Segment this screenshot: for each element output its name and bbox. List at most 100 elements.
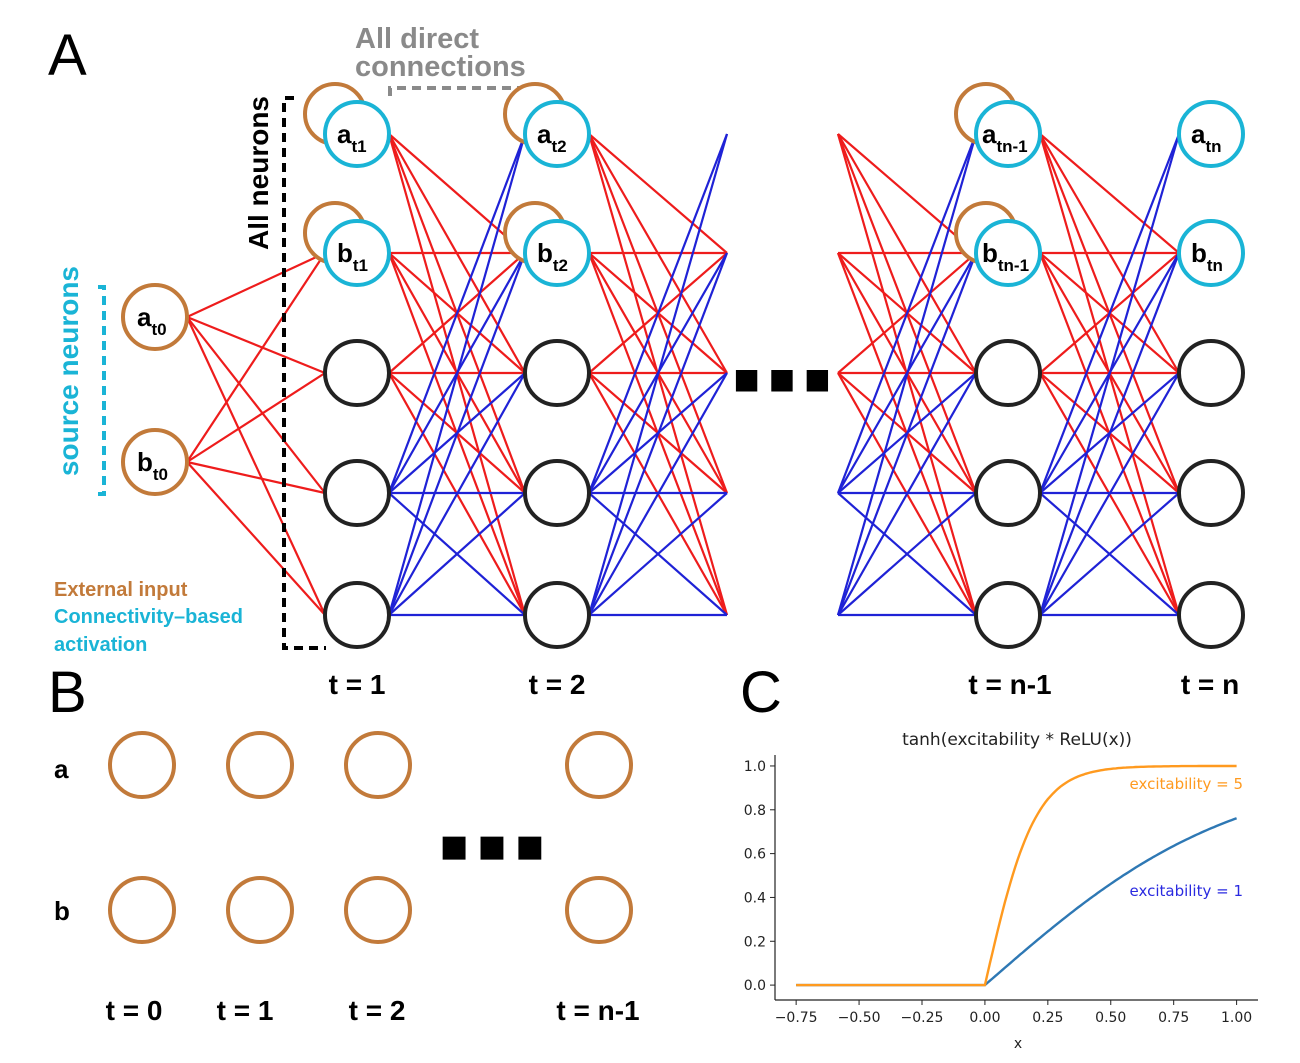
chart-title: tanh(excitability * ReLU(x)) [902,730,1132,750]
hidden-neuron [523,459,591,527]
inhibitory-edge [1039,492,1180,616]
x-tick-label: 1.00 [1221,1010,1252,1026]
neuron-circle [523,219,591,287]
inhibitory-edge [388,372,526,616]
input-circles [108,731,633,944]
labelled-neuron: atn [1177,100,1245,168]
neuron-label: at1 [337,119,367,156]
hidden-neuron [1177,459,1245,527]
neuron-circle [1177,219,1245,287]
legend-connectivity-line2: activation [54,634,147,656]
inhibitory-edge [387,133,527,494]
b-time-label-tn-1: t = n-1 [556,995,639,1026]
excitatory-edge [837,133,977,254]
series-line-excitability-5 [796,764,1237,987]
excitatory-edge [588,133,728,254]
x-tick-label: −0.75 [775,1010,818,1026]
direct-connections-bracket [388,86,524,96]
direct-connections-label-line1: All direct [355,23,479,55]
source-neurons-label: source neurons [53,266,84,476]
legend-connectivity-line1: Connectivity–based [54,606,243,628]
neuron-label: btn [1191,238,1223,275]
x-tick-label: 0.00 [969,1010,1000,1026]
hidden-neuron [974,581,1042,649]
neuron-circle [323,581,391,649]
edge-source-0 [186,316,326,494]
inhibitory-edge [836,252,978,616]
inhibitory-edge [836,133,978,616]
external-input-circle [226,731,294,799]
hidden-neuron [323,581,391,649]
neuron-circle [523,100,591,168]
inhibitory-edge [588,492,728,616]
hidden-neuron [1177,339,1245,407]
neuron-circle [974,581,1042,649]
series-line-excitability-1 [796,817,1238,987]
hidden-neuron [323,339,391,407]
x-tick-label: −0.25 [901,1010,944,1026]
neuron-circle [523,339,591,407]
hidden-neuron [974,459,1042,527]
all-neurons-label: All neurons [243,96,274,250]
labelled-neuron: bt2 [523,219,591,287]
neuron-circle [1177,581,1245,649]
ellipsis-b: ■ ■ ■ [440,829,544,864]
all-neurons-bracket [282,96,326,650]
time-label-t2: t = 2 [529,669,586,700]
neuron-circle [974,459,1042,527]
neuron-circle [323,100,391,168]
source-neurons-bracket [98,285,106,496]
x-tick-label: 0.75 [1158,1010,1189,1026]
external-input-circle [108,731,176,799]
series-label-excitability-1: excitability = 1 [1130,882,1244,900]
neuron-circle [323,339,391,407]
y-tick-label: 0.6 [744,847,766,863]
neuron-circle [1177,459,1245,527]
b-time-label-t1: t = 1 [217,995,274,1026]
y-tick-label: 0.2 [744,934,766,950]
panel-letter-a: A [48,23,87,88]
neuron-label: btn-1 [982,238,1029,275]
edge-source-1 [186,252,326,463]
source-neuron: bt0 [121,428,189,496]
x-tick-label: 0.25 [1032,1010,1063,1026]
time-label-t1: t = 1 [329,669,386,700]
neuron-circle [1177,339,1245,407]
labelled-neuron: bt1 [323,219,391,287]
inhibitory-edge [588,372,728,616]
hidden-neuron [523,581,591,649]
ellipsis-a: ■ ■ ■ [733,362,830,395]
inhibitory-edge [388,492,526,616]
y-tick-label: 0.0 [744,978,766,994]
neuron-circle [523,581,591,649]
x-axis-label: x [1014,1036,1022,1052]
y-tick-label: 0.8 [744,803,766,819]
row-label-a: a [54,754,69,784]
inhibitory-edge [837,492,977,616]
inhibitory-edge [1038,133,1181,616]
x-tick-label: −0.50 [838,1010,881,1026]
edge-source-0 [186,316,326,616]
hidden-neuron [323,459,391,527]
inhibitory-edge [1038,252,1181,616]
source-neuron: at0 [121,283,189,351]
row-label-b: b [54,896,70,926]
edge-source-1 [186,372,326,463]
inhibitory-edge [587,133,729,494]
hidden-neuron [523,339,591,407]
inhibitory-edge [1039,372,1180,616]
neuron-circle [323,459,391,527]
series-label-excitability-5: excitability = 5 [1130,775,1244,793]
neuron-label: bt2 [537,238,568,275]
excitatory-edge [388,133,526,254]
source-neuron-circle [121,283,189,351]
hidden-neuron [1177,581,1245,649]
inhibitory-edge [387,252,527,616]
connection-edges [186,133,1181,617]
source-neuron-label: at0 [137,302,167,339]
edge-source-1 [186,460,326,495]
inhibitory-edge [837,372,977,616]
external-input-circle [565,731,633,799]
